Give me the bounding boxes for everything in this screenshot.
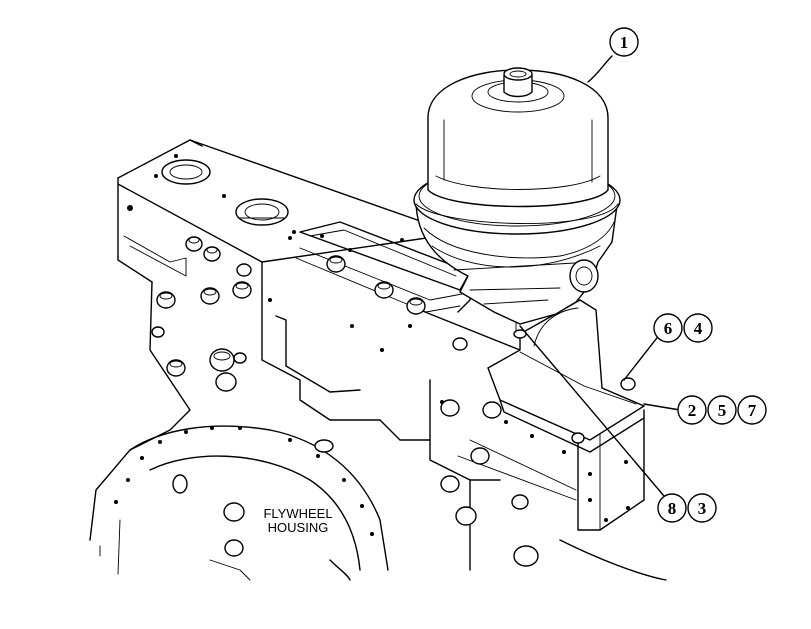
callout-8: 8 [657,493,687,523]
bolt [440,475,460,493]
bolt [620,377,636,391]
bolt [482,401,502,419]
bolt [166,359,186,377]
callout-3: 3 [687,493,717,523]
leader-1 [587,55,613,83]
callout-1: 1 [609,27,639,57]
bolt [440,399,460,417]
bolt [200,287,220,305]
label-line-2: HOUSING [268,520,329,535]
svg-text:6: 6 [664,319,673,338]
svg-text:7: 7 [748,401,757,420]
svg-text:1: 1 [620,33,629,52]
leader-2-5-7 [643,403,681,411]
svg-text:2: 2 [688,401,697,420]
callout-7: 7 [737,395,767,425]
bolt [455,506,477,526]
bolt [406,297,426,315]
bolt [232,281,252,299]
bolt [511,494,529,510]
bolt [233,352,247,364]
bolt [470,447,490,465]
bolt [203,246,221,262]
leader-lines [519,55,681,497]
bolt [172,474,188,494]
svg-text:8: 8 [668,499,677,518]
bolt [374,281,394,299]
label-line-1: FLYWHEEL [263,506,332,521]
callouts: 1 6 4 2 5 7 8 3 [609,27,767,523]
bolt [156,291,176,309]
bolt [215,372,237,392]
leader-8-3 [519,325,665,497]
flywheel-housing-label: FLYWHEEL HOUSING [263,506,332,535]
bolt [452,337,468,351]
svg-text:3: 3 [698,499,707,518]
centrifuge-oil-filter [413,67,621,339]
bolt [185,236,203,252]
callout-6: 6 [653,313,683,343]
bolt [326,255,346,273]
bolt [513,545,539,567]
callout-5: 5 [707,395,737,425]
bolt [209,348,235,372]
bolt [151,326,165,338]
bolt [236,263,252,277]
svg-text:5: 5 [718,401,727,420]
mounting-bracket [487,299,646,453]
engine-block [117,139,471,352]
leader-6-4 [623,333,661,381]
svg-text:4: 4 [694,319,703,338]
bolt [314,439,334,453]
callout-2: 2 [677,395,707,425]
bolt [223,502,245,522]
callout-4: 4 [683,313,713,343]
bolt [224,539,244,557]
